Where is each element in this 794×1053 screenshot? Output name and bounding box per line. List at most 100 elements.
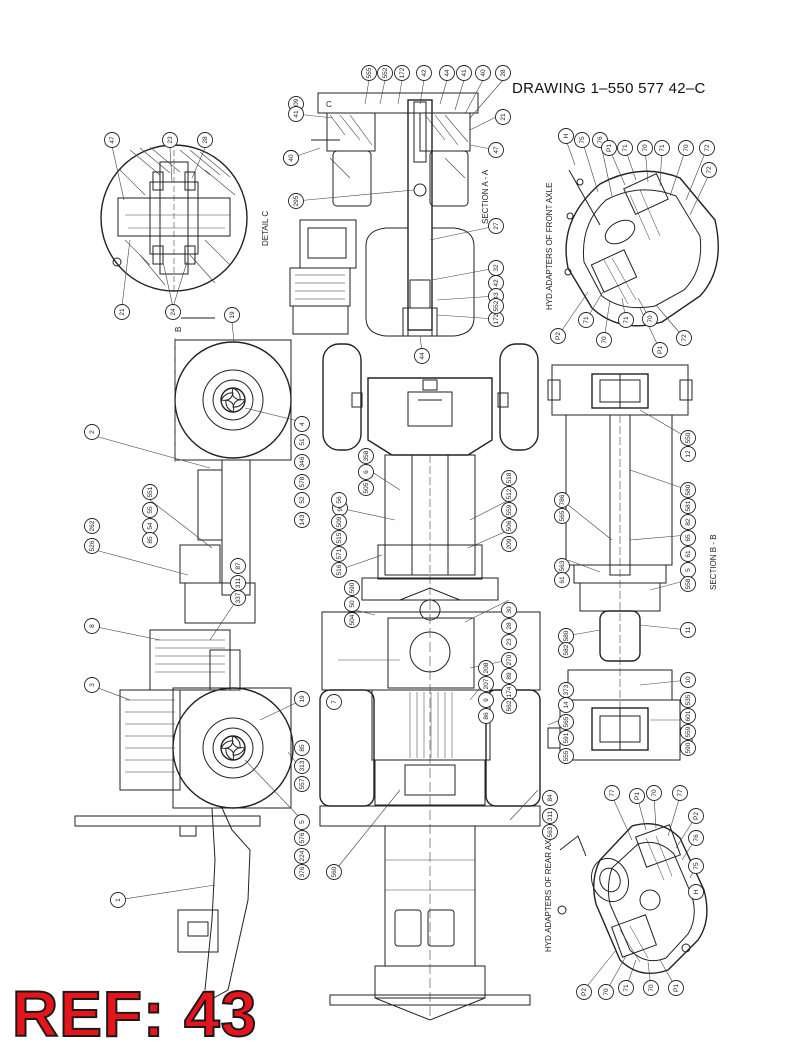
drawing-title: DRAWING 1–550 577 42–C xyxy=(512,80,706,97)
callout-number: 70 xyxy=(601,336,608,344)
callout-balloon xyxy=(501,502,517,518)
section-b-view: SECTION B - B 55012580581826561555878656… xyxy=(547,364,718,764)
callout-number: 512 xyxy=(506,488,513,499)
callout-number: 576 xyxy=(299,832,306,843)
callout-balloon xyxy=(501,618,517,634)
callout-balloon xyxy=(501,634,517,650)
callout-balloon xyxy=(542,790,558,806)
callout-balloon xyxy=(197,132,213,148)
callout-number: 601 xyxy=(685,710,692,721)
callout-balloon xyxy=(501,518,517,534)
callout-number: 51 xyxy=(299,438,306,446)
callout-number: 270 xyxy=(506,654,513,665)
callout-balloon xyxy=(142,532,158,548)
callout-number: 10 xyxy=(685,676,692,684)
callout-number: 580 xyxy=(563,630,570,641)
callout-balloon xyxy=(501,536,517,552)
callout-balloon xyxy=(680,724,696,740)
callout-balloon xyxy=(554,492,570,508)
callout-number: 23 xyxy=(167,136,174,144)
callout-balloon xyxy=(550,328,566,344)
callout-balloon xyxy=(478,660,494,676)
callout-balloon xyxy=(596,332,612,348)
callout-balloon xyxy=(358,448,374,464)
reference-badge: REF: 43 xyxy=(11,978,258,1050)
callout-balloon xyxy=(558,682,574,698)
callout-balloon xyxy=(294,474,310,490)
callout-number: 563 xyxy=(559,560,566,571)
callout-number: 560 xyxy=(331,866,338,877)
callout-balloon xyxy=(643,980,659,996)
callout-balloon xyxy=(294,691,310,707)
callout-balloon xyxy=(294,492,310,508)
section-b-label: SECTION B - B xyxy=(709,534,718,590)
callout-number: 174 xyxy=(506,686,513,697)
callout-number: H xyxy=(563,133,570,138)
callout-number: 65 xyxy=(685,534,692,542)
callout-balloon xyxy=(475,65,491,81)
callout-number: 47 xyxy=(493,146,500,154)
callout-number: 28 xyxy=(500,69,507,77)
callout-balloon xyxy=(680,514,696,530)
callout-balloon xyxy=(680,672,696,688)
callout-balloon xyxy=(283,150,299,166)
callout-number: 70 xyxy=(648,984,655,992)
callout-number: 43 xyxy=(493,292,500,300)
callout-balloon xyxy=(288,193,304,209)
callout-number: 262 xyxy=(89,520,96,531)
callout-number: 55 xyxy=(147,506,154,514)
callout-balloon xyxy=(361,65,377,81)
callout-number: 61 xyxy=(559,576,566,584)
callout-balloon xyxy=(680,740,696,756)
callout-balloon xyxy=(294,740,310,756)
callout-balloon xyxy=(110,892,126,908)
callout-number: 581 xyxy=(685,500,692,511)
callout-number: 8 xyxy=(89,624,96,628)
callout-balloon xyxy=(478,692,494,708)
callout-balloon xyxy=(604,785,620,801)
callout-balloon xyxy=(344,596,360,612)
callout-number: 56 xyxy=(336,496,343,504)
callout-balloon xyxy=(701,162,717,178)
callout-balloon xyxy=(680,692,696,708)
callout-balloon xyxy=(501,652,517,668)
callout-number: P2 xyxy=(581,988,588,996)
callout-number: 41 xyxy=(461,69,468,77)
callout-number: 582 xyxy=(563,644,570,655)
callout-number: 41 xyxy=(293,110,300,118)
callout-number: 28 xyxy=(506,622,513,630)
callout-number: 71 xyxy=(623,984,630,992)
callout-balloon xyxy=(294,848,310,864)
callout-balloon xyxy=(558,128,574,144)
callout-number: 295 xyxy=(293,195,300,206)
callout-number: 71 xyxy=(623,316,630,324)
callout-balloon xyxy=(488,298,504,314)
callout-balloon xyxy=(488,218,504,234)
callout-balloon xyxy=(688,808,704,824)
callout-number: 373 xyxy=(563,684,570,695)
callout-balloon xyxy=(358,464,374,480)
callout-balloon xyxy=(699,140,715,156)
callout-number: 143 xyxy=(299,514,306,525)
callout-number: 76 xyxy=(693,834,700,842)
callout-number: 526 xyxy=(89,540,96,551)
callout-balloon xyxy=(601,140,617,156)
callout-number: 71 xyxy=(583,316,590,324)
callout-balloon xyxy=(331,546,347,562)
callout-number: 311 xyxy=(547,810,554,821)
callout-number: 9 xyxy=(483,698,490,702)
callout-balloon xyxy=(637,140,653,156)
callout-number: 559 xyxy=(685,726,692,737)
callout-number: 50 xyxy=(349,600,356,608)
callout-balloon xyxy=(688,858,704,874)
callout-balloon xyxy=(331,530,347,546)
callout-number: 552 xyxy=(493,300,500,311)
callout-number: 14 xyxy=(563,701,570,709)
callout-number: 72 xyxy=(704,144,711,152)
callout-number: 27 xyxy=(493,222,500,230)
callout-balloon xyxy=(558,714,574,730)
callout-number: P1 xyxy=(606,144,613,152)
callout-balloon xyxy=(84,618,100,634)
top-view: 9035865055095155715165185125595062095650… xyxy=(319,343,541,1021)
